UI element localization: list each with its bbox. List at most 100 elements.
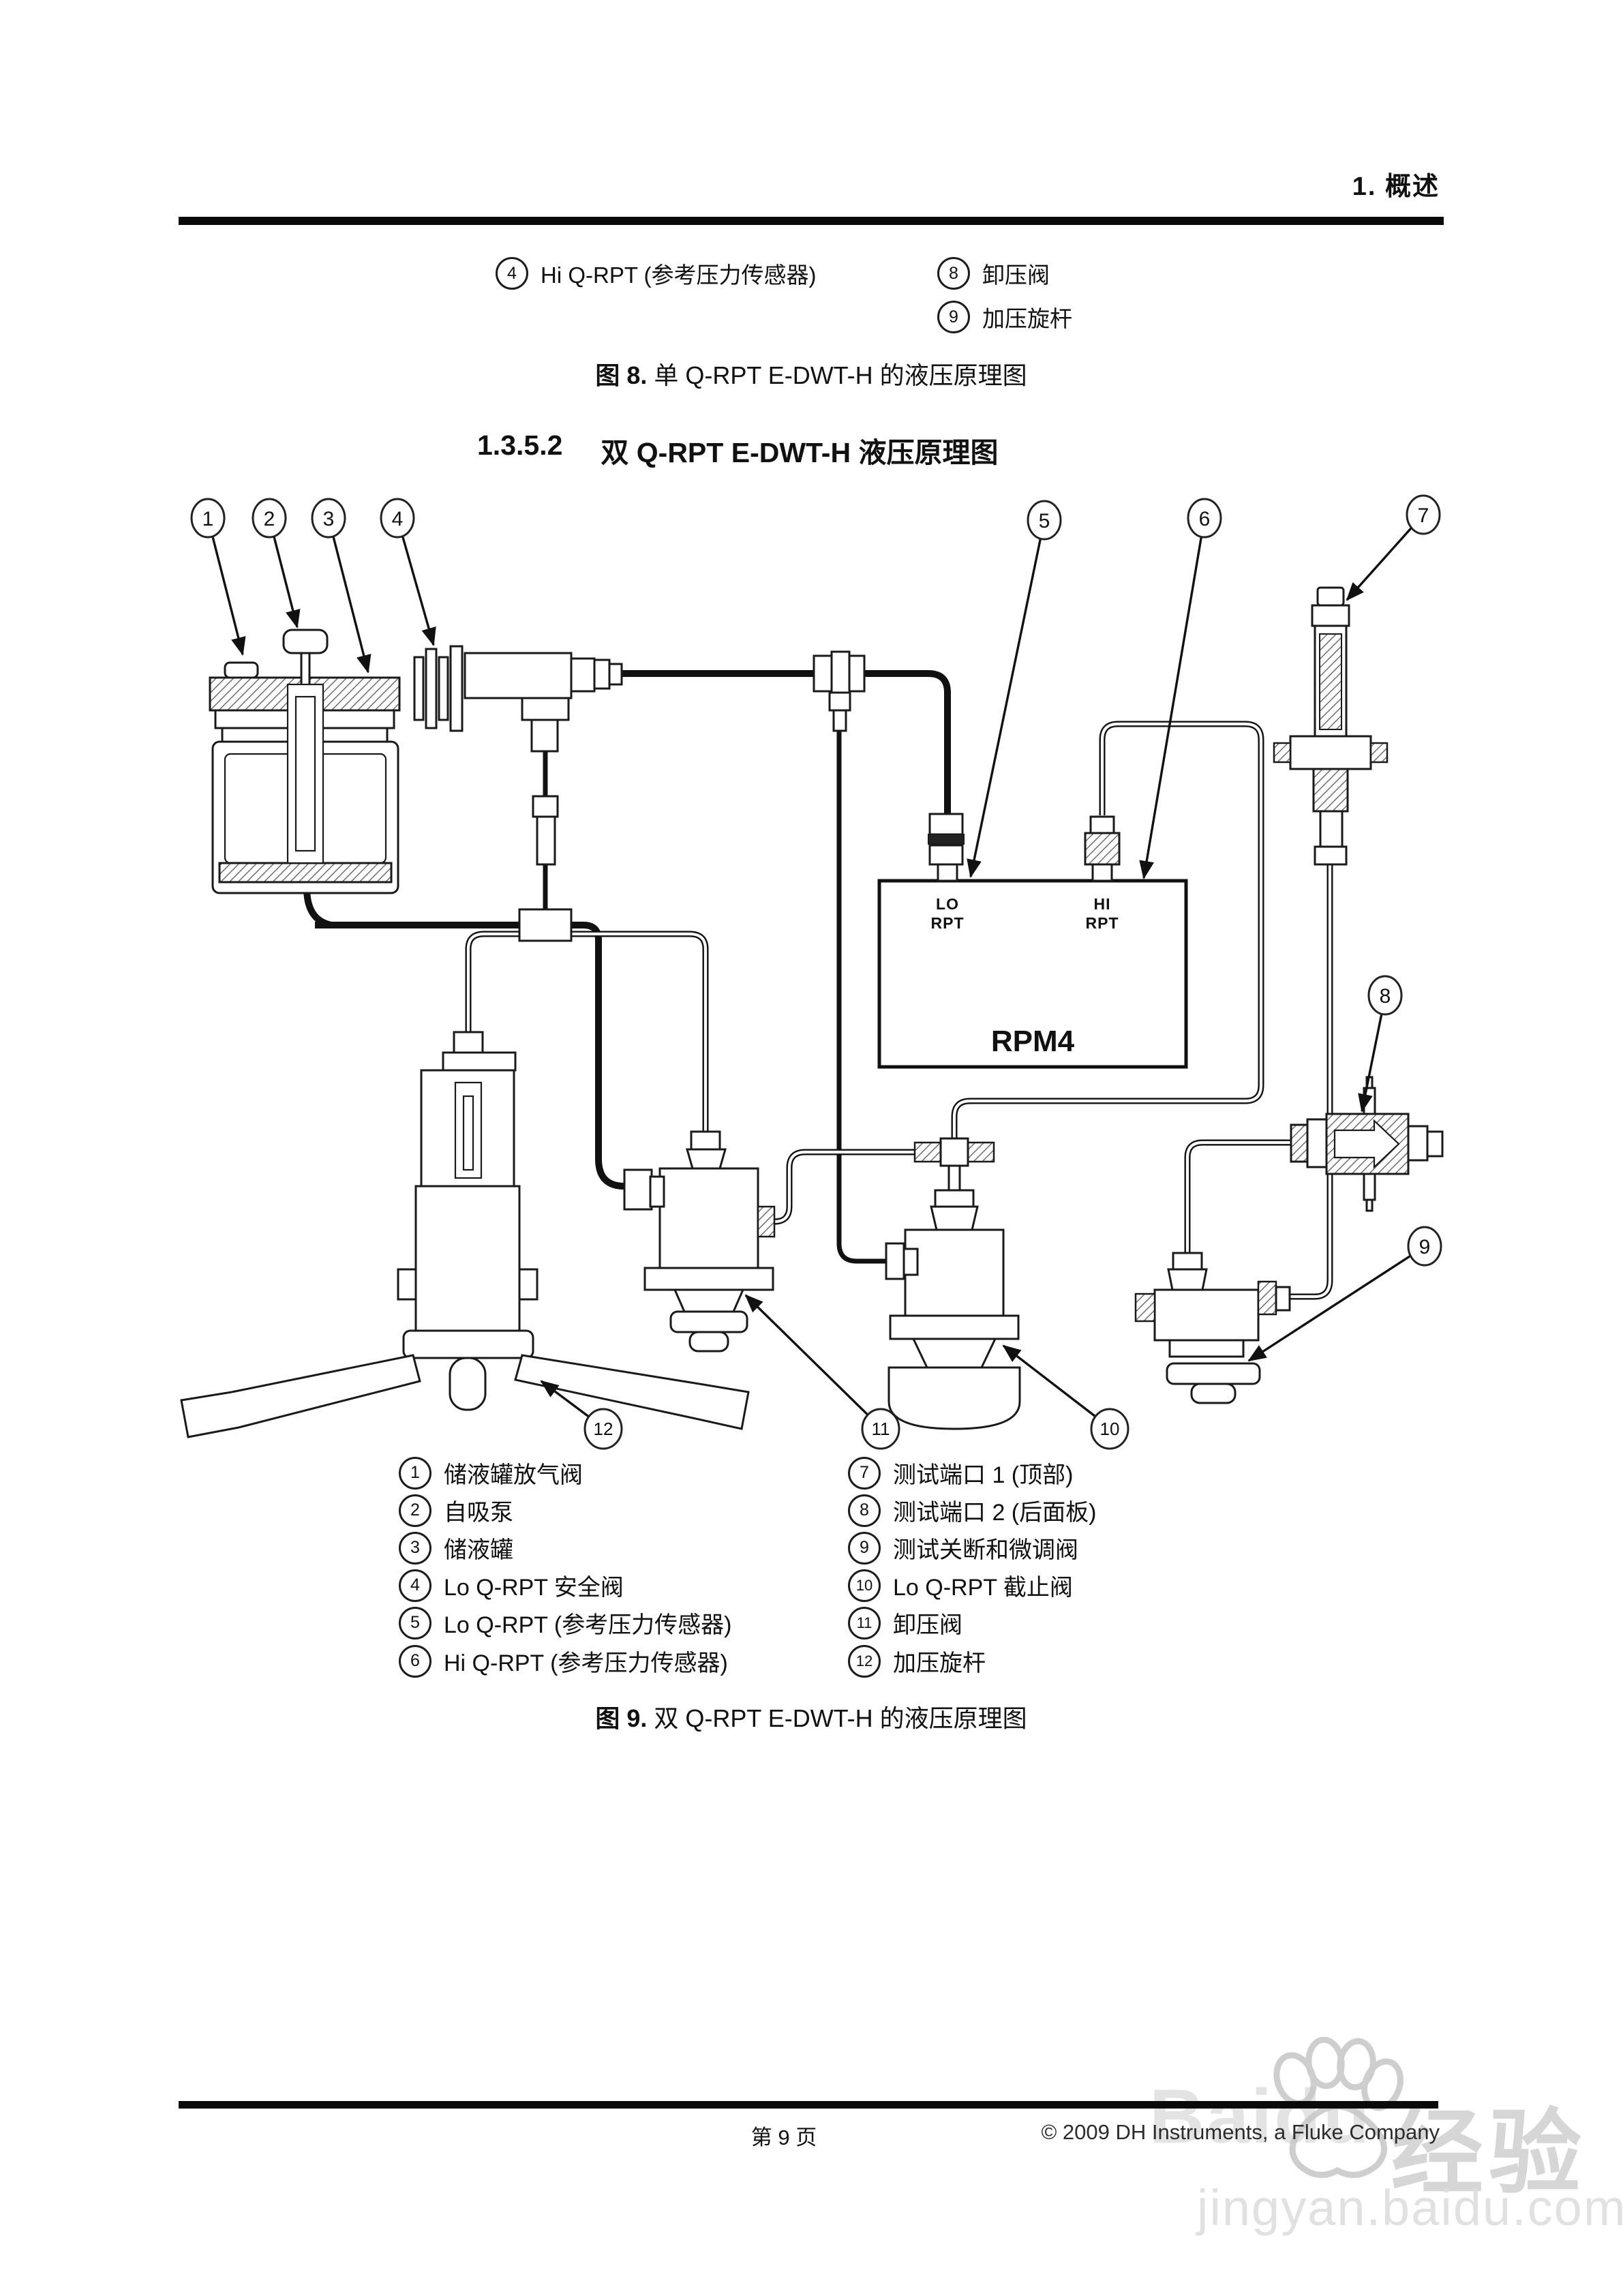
fig9-legend-item-3: 3 储液罐	[399, 1531, 513, 1565]
page-header-section-title: 1. 概述	[1352, 172, 1440, 201]
legend-label: 自吸泵	[444, 1500, 513, 1526]
fig9-legend-item-10: 10 Lo Q-RPT 截止阀	[848, 1569, 1073, 1602]
callouts: 1 2 3 4 5 6 7 8 9 10 11 12	[190, 494, 1442, 1450]
legend-circle-2: 2	[399, 1494, 431, 1527]
header-rule	[179, 217, 1444, 225]
legend-circle-10: 10	[848, 1569, 881, 1602]
tee-fitting	[518, 908, 573, 942]
section-number: 1.3.5.2	[477, 429, 563, 461]
legend-label: 测试端口 2 (后面板)	[893, 1500, 1097, 1526]
hi-port-label-line2: RPT	[1086, 914, 1119, 932]
legend-circle-7: 7	[848, 1456, 881, 1490]
fig8-caption: 图 8. 单 Q-RPT E-DWT-H 的液压原理图	[436, 356, 1186, 391]
legend-label: Lo Q-RPT (参考压力传感器)	[444, 1612, 732, 1638]
pressure-screw-pump	[180, 1031, 750, 1438]
callout-8: 8	[1367, 975, 1403, 1016]
legend-circle-9: 9	[937, 301, 970, 333]
svg-text:10: 10	[1100, 1419, 1120, 1439]
svg-text:12: 12	[594, 1419, 613, 1439]
footer-rule	[179, 2101, 1438, 2109]
legend-label: 加压旋杆	[982, 306, 1072, 331]
rpm4-box	[877, 879, 1188, 1069]
svg-text:5: 5	[1039, 510, 1050, 532]
legend-label: Hi Q-RPT (参考压力传感器)	[541, 262, 817, 288]
legend-label: 测试端口 1 (顶部)	[893, 1462, 1074, 1488]
svg-text:9: 9	[1419, 1236, 1431, 1258]
legend-label: Lo Q-RPT 安全阀	[444, 1575, 624, 1601]
svg-text:1: 1	[202, 508, 214, 530]
test-port-1-assembly	[1273, 586, 1389, 866]
lo-qrpt-safety-valve	[413, 645, 623, 942]
svg-text:4: 4	[392, 508, 404, 530]
fig9-legend-item-12: 12 加压旋杆	[848, 1644, 986, 1678]
vent-valve	[224, 661, 259, 679]
hi-port-label-line1: HI	[1094, 895, 1111, 913]
callout-2: 2	[252, 498, 287, 539]
section-title: 双 Q-RPT E-DWT-H 液压原理图	[601, 437, 999, 468]
rpm4-monitor: LO RPT HI RPT RPM4	[877, 813, 1188, 1069]
footer-copyright: © 2009 DH Instruments, a Fluke Company	[1041, 2120, 1440, 2144]
fig8-caption-prefix: 图 8.	[595, 361, 648, 389]
legend-circle-1: 1	[399, 1456, 431, 1490]
fig9-legend-item-4: 4 Lo Q-RPT 安全阀	[399, 1569, 624, 1602]
tubing-hollow	[465, 721, 1333, 1300]
fig9-legend-item-9: 9 测试关断和微调阀	[848, 1531, 1078, 1565]
fig9-caption-text: 双 Q-RPT E-DWT-H 的液压原理图	[647, 1704, 1027, 1732]
lo-port-label-line2: RPT	[931, 914, 965, 932]
fig9-legend-item-6: 6 Hi Q-RPT (参考压力传感器)	[399, 1644, 728, 1678]
svg-text:2: 2	[264, 508, 275, 530]
callout-5: 5	[1027, 500, 1062, 541]
footer-page-number: 第 9 页	[750, 2126, 817, 2149]
fig9-legend-item-1: 1 储液罐放气阀	[399, 1456, 583, 1490]
fig9-caption-prefix: 图 9.	[595, 1704, 648, 1732]
legend-label: Lo Q-RPT 截止阀	[893, 1575, 1073, 1601]
legend-circle-8b: 8	[848, 1494, 881, 1527]
callout-1: 1	[190, 498, 226, 539]
union-tee-fitting	[813, 650, 866, 732]
svg-text:6: 6	[1199, 508, 1211, 530]
legend-circle-4: 4	[496, 257, 528, 290]
legend-circle-11: 11	[848, 1606, 881, 1640]
svg-text:7: 7	[1418, 504, 1429, 527]
cross-fitting	[913, 1137, 995, 1192]
fig9-legend-item-5: 5 Lo Q-RPT (参考压力传感器)	[399, 1606, 732, 1640]
legend-circle-9b: 9	[848, 1531, 881, 1565]
fig8-legend-item-9: 9 加压旋杆	[937, 301, 1072, 333]
legend-label: 卸压阀	[982, 262, 1050, 288]
lo-qrpt-shutoff-valve	[885, 1189, 1021, 1430]
legend-label: Hi Q-RPT (参考压力传感器)	[444, 1650, 728, 1676]
fig9-legend-item-11: 11 卸压阀	[848, 1606, 962, 1640]
callout-11: 11	[861, 1408, 900, 1450]
callout-3: 3	[311, 498, 346, 539]
legend-circle-3: 3	[399, 1531, 431, 1565]
fig9-legend-item-7: 7 测试端口 1 (顶部)	[848, 1456, 1073, 1490]
legend-circle-8: 8	[937, 257, 970, 290]
callout-7: 7	[1406, 494, 1441, 535]
legend-circle-5: 5	[399, 1606, 431, 1640]
lo-port-label-line1: LO	[936, 895, 959, 913]
callout-6: 6	[1187, 498, 1222, 539]
rpm4-label: RPM4	[991, 1025, 1075, 1058]
legend-circle-6: 6	[399, 1644, 431, 1678]
legend-circle-12: 12	[848, 1644, 881, 1678]
section-heading: 1.3.5.2 双 Q-RPT E-DWT-H 液压原理图	[477, 429, 998, 470]
legend-label: 加压旋杆	[893, 1650, 986, 1676]
callout-12: 12	[583, 1408, 623, 1450]
fig8-caption-text: 单 Q-RPT E-DWT-H 的液压原理图	[647, 361, 1027, 389]
reservoir-assembly	[209, 629, 401, 894]
priming-pump-handle	[282, 629, 329, 654]
lo-qrpt-fitting	[928, 813, 964, 836]
vent-valve-assembly-11	[623, 1130, 776, 1353]
legend-label: 储液罐放气阀	[444, 1462, 583, 1488]
svg-text:11: 11	[872, 1419, 890, 1439]
test-shutoff-valve-9	[1134, 1252, 1291, 1404]
callout-10: 10	[1090, 1408, 1129, 1450]
fig9-caption: 图 9. 双 Q-RPT E-DWT-H 的液压原理图	[436, 1699, 1186, 1734]
svg-text:8: 8	[1380, 985, 1391, 1008]
callout-9: 9	[1407, 1226, 1442, 1267]
tubing-thick	[303, 670, 951, 1264]
legend-label: 卸压阀	[893, 1612, 962, 1638]
legend-label: 储液罐	[444, 1537, 513, 1563]
